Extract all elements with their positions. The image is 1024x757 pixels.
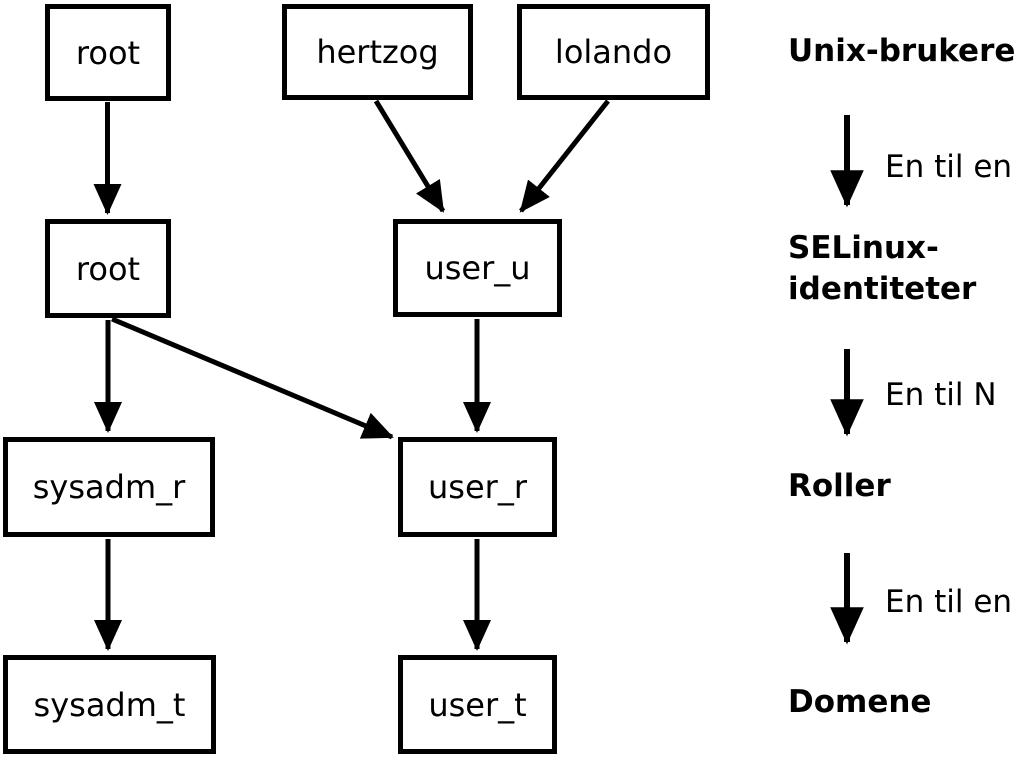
node-label: user_u xyxy=(424,249,531,287)
legend-arrow-label-one-to-one: En til en xyxy=(885,149,1013,185)
arrow-hertzog-to-useru xyxy=(373,99,446,213)
legend-level-selinux-identities: SELinux- identiteter xyxy=(788,228,976,310)
node-unix-user-root: root xyxy=(45,4,171,101)
legend-level-roles: Roller xyxy=(788,466,891,507)
node-unix-user-lolando: lolando xyxy=(517,4,710,100)
legend-level-line: identiteter xyxy=(788,270,977,307)
legend-arrow-label-one-to-n: En til N xyxy=(885,377,997,413)
node-label: root xyxy=(75,33,141,72)
node-selinux-identity-root: root xyxy=(45,219,171,318)
node-unix-user-hertzog: hertzog xyxy=(282,4,473,100)
node-label: user_t xyxy=(428,685,527,724)
node-domain-sysadm-t: sysadm_t xyxy=(3,655,216,754)
legend-level-line: SELinux- xyxy=(788,230,939,266)
node-role-sysadm-r: sysadm_r xyxy=(3,437,215,537)
node-label: sysadm_t xyxy=(33,685,186,724)
legend-level-line: Unix-brukere xyxy=(788,33,1016,69)
node-label: user_r xyxy=(428,468,527,506)
arrow-lolando-to-useru xyxy=(519,99,610,213)
legend-level-line: Roller xyxy=(788,468,891,504)
node-domain-user-t: user_t xyxy=(398,655,557,754)
legend-level-domains: Domene xyxy=(788,682,931,723)
legend-arrow-label-one-to-one-2: En til en xyxy=(885,584,1013,620)
node-role-user-r: user_r xyxy=(398,437,557,537)
legend-level-line: Domene xyxy=(788,684,932,720)
node-label: hertzog xyxy=(316,33,439,71)
node-selinux-identity-user-u: user_u xyxy=(393,219,562,317)
node-label: sysadm_r xyxy=(32,468,186,506)
legend-level-unix-users: Unix-brukere xyxy=(788,31,1015,72)
node-label: root xyxy=(75,249,141,288)
node-label: lolando xyxy=(554,33,673,71)
arrow-selinuxroot-to-userr xyxy=(111,316,394,440)
